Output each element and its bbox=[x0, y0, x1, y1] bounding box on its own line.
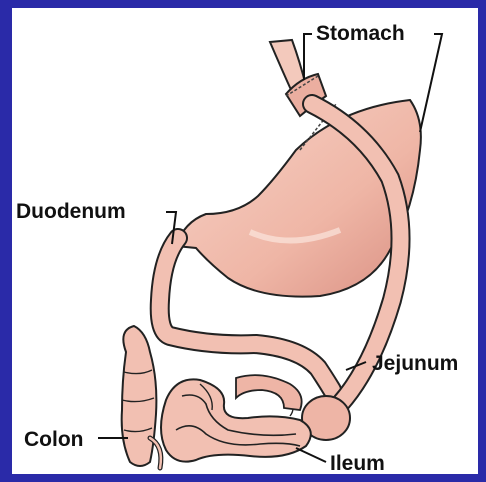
colon bbox=[122, 326, 157, 466]
jejunum-label: Jejunum bbox=[372, 352, 458, 376]
duodenum-label: Duodenum bbox=[16, 200, 126, 224]
coil-upper bbox=[236, 375, 302, 410]
stomach-label: Stomach bbox=[316, 22, 405, 46]
colon-label: Colon bbox=[24, 428, 83, 452]
ileum-label: Ileum bbox=[330, 452, 385, 476]
stomach-leader-right bbox=[420, 34, 442, 132]
ileum-leader bbox=[296, 448, 326, 462]
bypassed-stomach bbox=[176, 100, 421, 297]
stomach-leader-left bbox=[304, 34, 312, 80]
